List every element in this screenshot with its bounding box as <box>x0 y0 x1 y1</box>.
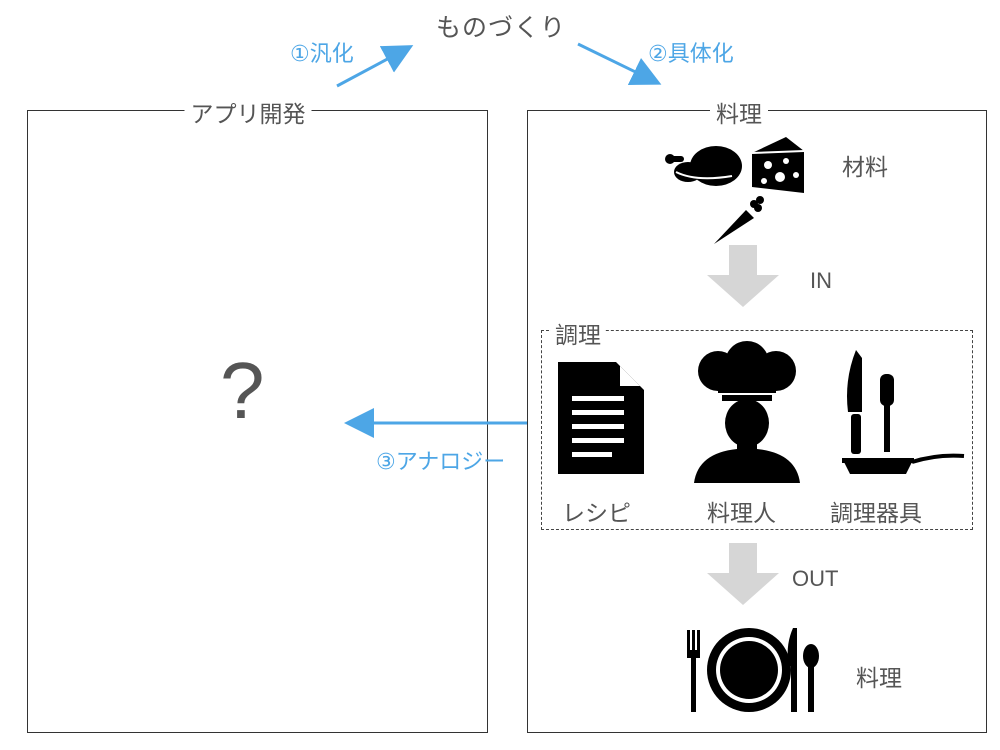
app-dev-title: アプリ開発 <box>184 95 312 129</box>
question-mark: ? <box>220 346 265 435</box>
concretize-label: ②具体化 <box>648 42 734 67</box>
ingredients-label: 材料 <box>842 155 888 181</box>
top-title: ものづくり <box>436 13 567 42</box>
out-label: OUT <box>792 566 839 591</box>
cook-label: 料理人 <box>707 501 776 527</box>
chef-icon <box>694 341 800 483</box>
dish-label: 料理 <box>856 666 902 692</box>
out-arrow <box>707 543 779 605</box>
cooking-title: 料理 <box>710 95 768 129</box>
cooking-tools-icon <box>842 350 965 474</box>
chicken-icon <box>665 146 742 186</box>
plate-setting-icon <box>687 628 819 712</box>
process-label: 調理 <box>551 316 605 350</box>
generalize-label: ①汎化 <box>290 42 354 67</box>
analogy-label: ③アナロジー <box>376 450 506 475</box>
in-arrow <box>707 245 779 307</box>
cheese-icon <box>751 137 805 193</box>
recipe-document-icon <box>558 362 644 474</box>
in-label: IN <box>810 268 832 293</box>
carrot-icon <box>714 196 764 244</box>
recipe-label: レシピ <box>562 501 631 527</box>
tools-label: 調理器具 <box>830 501 922 527</box>
process-box <box>541 330 973 530</box>
